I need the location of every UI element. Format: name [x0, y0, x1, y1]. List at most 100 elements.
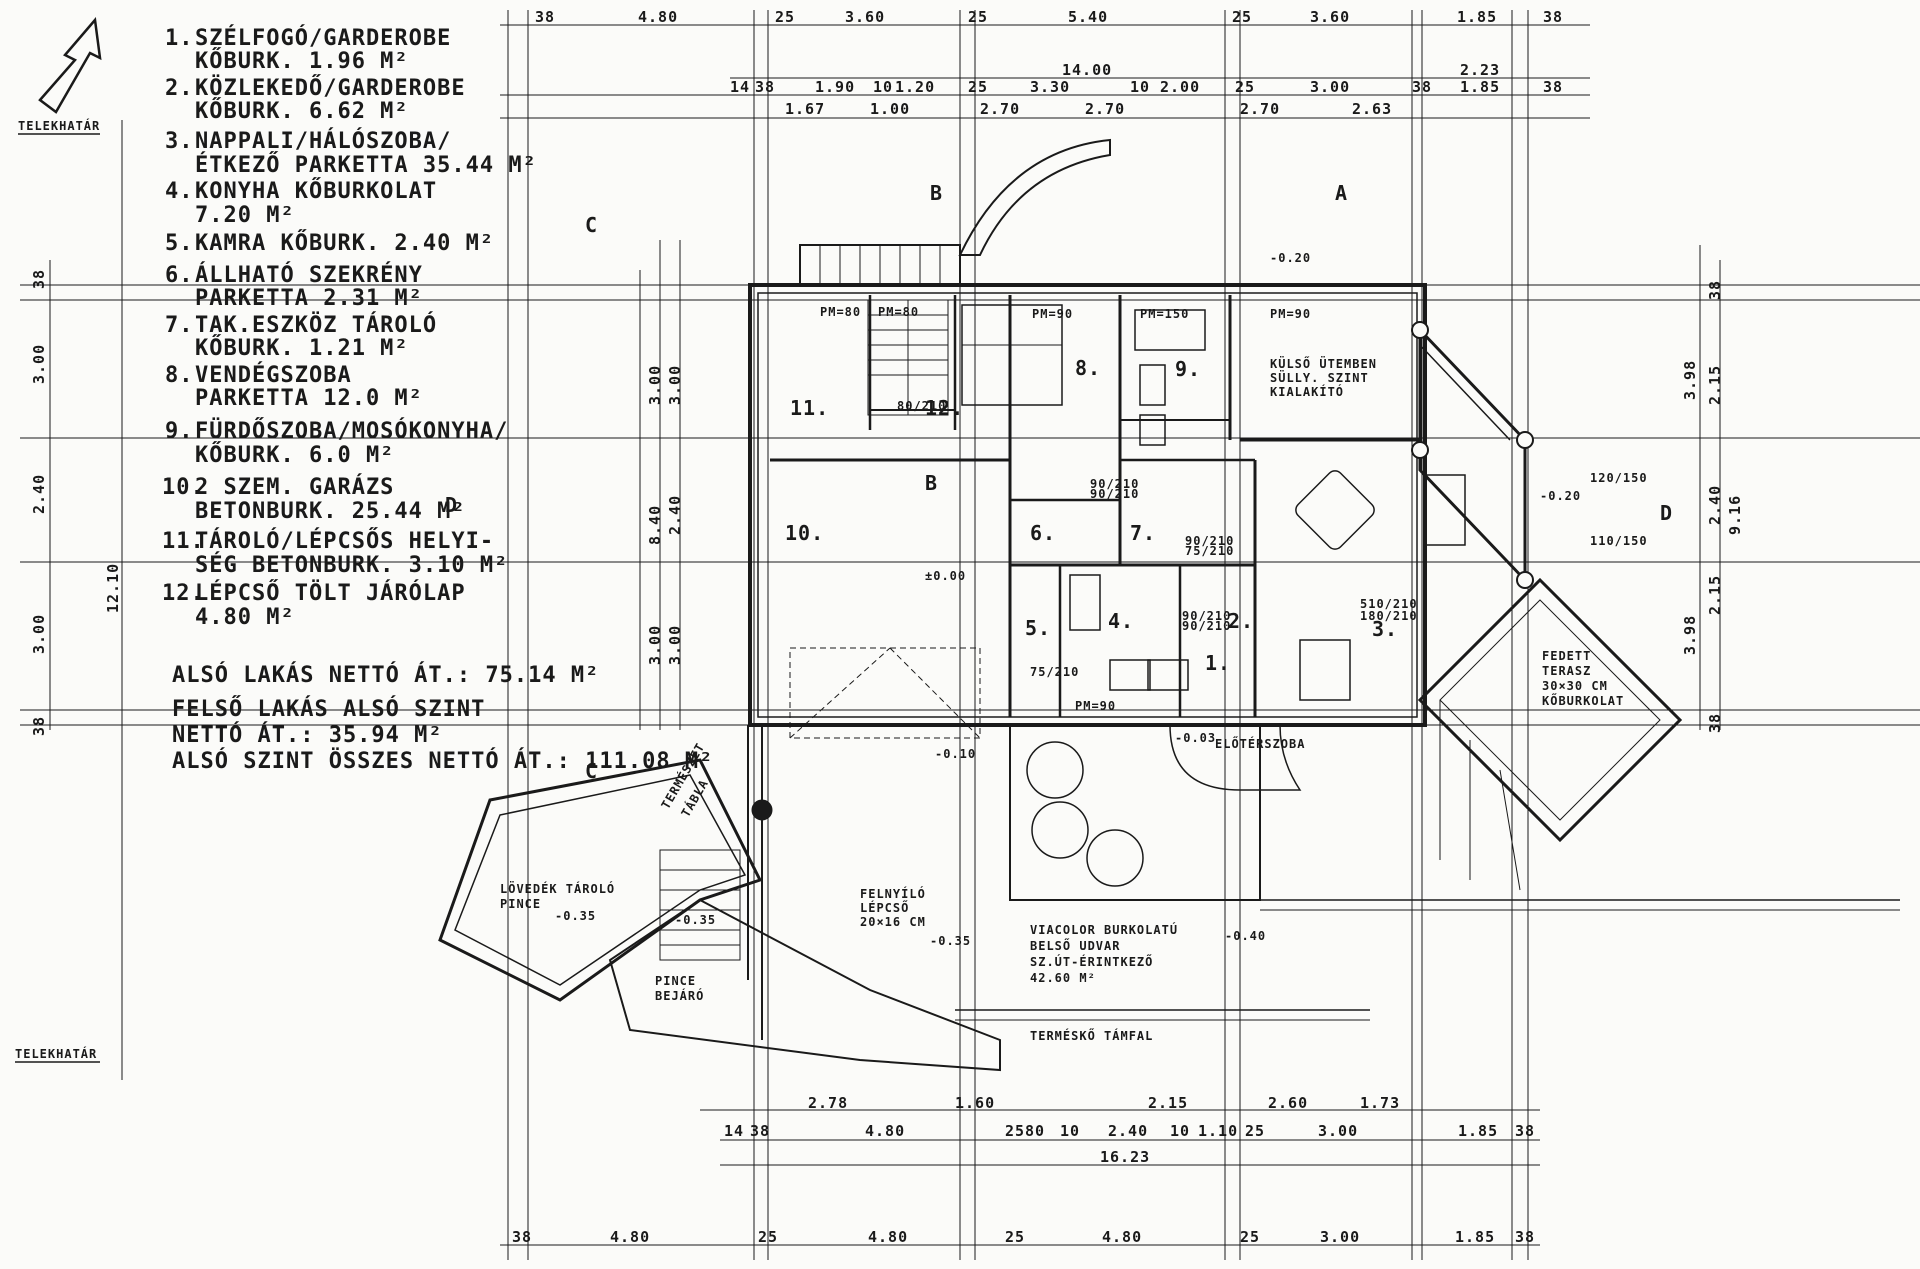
- dim-label: 1.10: [1198, 1122, 1238, 1140]
- dim-label: 38: [1543, 8, 1563, 26]
- dim-label: 2.40: [1706, 485, 1724, 525]
- dim-label: 3.00: [1320, 1228, 1360, 1246]
- level-mark: -0.35: [555, 909, 596, 923]
- property-line-label: TELEKHATÁR: [15, 1046, 97, 1061]
- legend-line1: KÖZLEKEDŐ/GARDEROBE: [195, 75, 466, 101]
- bottom-dimensions: 2.78 1.60 2.15 2.60 1.73 14 38 4.80 25 8…: [512, 1094, 1535, 1246]
- legend-line1: FÜRDŐSZOBA/MOSÓKONYHA/: [195, 418, 508, 444]
- legend-num: 11.: [162, 529, 205, 554]
- dim-total: 14.00: [1062, 61, 1112, 79]
- door-label: 90/210: [1182, 619, 1231, 633]
- level-mark: -0.35: [675, 913, 716, 927]
- room-number: 3.: [1372, 617, 1398, 641]
- room-number: 2.: [1228, 609, 1254, 633]
- door-label: 110/150: [1590, 534, 1648, 548]
- pm-label: PM=90: [1075, 699, 1116, 713]
- terrace-note: 30×30 CM: [1542, 679, 1608, 693]
- pm-label: PM=150: [1140, 307, 1189, 321]
- dim-label: 1.00: [870, 100, 910, 118]
- section-label: B: [925, 471, 938, 495]
- legend-line1: VENDÉGSZOBA: [195, 362, 352, 388]
- legend-num: 9.: [165, 419, 194, 444]
- dim-label: 10: [873, 78, 893, 96]
- dim-label: 5.40: [1068, 8, 1108, 26]
- legend-line2: KŐBURK. 6.0 M²: [195, 442, 394, 468]
- dim-label: 25: [775, 8, 795, 26]
- legend-num: 5.: [165, 231, 194, 256]
- legend-line2: KŐBURK. 1.96 M²: [195, 48, 409, 74]
- legend-line2: BETONBURK. 25.44 M²: [195, 499, 466, 524]
- dim-label: 3.98: [1681, 615, 1699, 655]
- legend-num: 6.: [165, 263, 194, 288]
- dim-label: 25: [968, 8, 988, 26]
- yard-note: 42.60 M²: [1030, 971, 1096, 985]
- dim-label: 1.73: [1360, 1094, 1400, 1112]
- legend-num: 2.: [165, 76, 194, 101]
- dim-label: 38: [1515, 1122, 1535, 1140]
- stair-symbol: [867, 299, 949, 416]
- room-number: 4.: [1108, 609, 1134, 633]
- yard-note: BELSŐ UDVAR: [1030, 938, 1120, 953]
- dim-label: 3.00: [30, 614, 48, 654]
- dim-label: 2.70: [980, 100, 1020, 118]
- room-number: 9.: [1175, 357, 1201, 381]
- dim-label: 3.60: [1310, 8, 1350, 26]
- terrace-note: TERASZ: [1542, 664, 1591, 678]
- dim-label: 14: [730, 78, 750, 96]
- dim-label: 4.80: [610, 1228, 650, 1246]
- tree-icon: [1026, 741, 1144, 887]
- dim-label: 38: [535, 8, 555, 26]
- door-label: 90/210: [1185, 534, 1234, 548]
- dim-label: 2.23: [1460, 61, 1500, 79]
- top-dimensions: 38 4.80 25 3.60 25 5.40 25 3.60 1.85 38 …: [535, 8, 1563, 118]
- dim-label: 3.98: [1681, 360, 1699, 400]
- dim-label: 38: [1515, 1228, 1535, 1246]
- dim-label: 1.90: [815, 78, 855, 96]
- room-number: 11.: [790, 396, 829, 420]
- section-label: B: [930, 181, 943, 205]
- room-number: 8.: [1075, 356, 1101, 380]
- dim-label: 3.00: [646, 365, 664, 405]
- door-label: 90/210: [1090, 487, 1139, 501]
- dim-label: 25: [1005, 1228, 1025, 1246]
- pm-label: PM=90: [1032, 307, 1073, 321]
- entry-note: ELŐTÉRSZOBA: [1215, 736, 1305, 751]
- dim-label: 4.80: [638, 8, 678, 26]
- dim-label: 25: [1005, 1122, 1025, 1140]
- legend-line1: SZÉLFOGÓ/GARDEROBE: [195, 25, 451, 51]
- dim-label: 2.78: [808, 1094, 848, 1112]
- legend-total: FELSŐ LAKÁS ALSÓ SZINT: [172, 696, 485, 722]
- room-number: 12.: [925, 396, 964, 420]
- room-number: 6.: [1030, 521, 1056, 545]
- legend-num: 1.: [165, 26, 194, 51]
- section-label: D: [1660, 501, 1673, 525]
- room-number: 1.: [1205, 651, 1231, 675]
- dim-label: 25: [1240, 1228, 1260, 1246]
- dim-label: 3.00: [1318, 1122, 1358, 1140]
- dim-label: 38: [1706, 713, 1724, 733]
- storage-note: PINCE: [500, 897, 541, 911]
- dim-label: 2.70: [1085, 100, 1125, 118]
- terrace-note: FEDETT: [1542, 649, 1591, 663]
- legend-line2: KŐBURK. 6.62 M²: [195, 98, 409, 124]
- dim-label: 2.63: [1352, 100, 1392, 118]
- level-mark: -0.40: [1225, 929, 1266, 943]
- level-mark: -0.20: [1270, 251, 1311, 265]
- terrace-note: KŐBURKOLAT: [1542, 693, 1624, 708]
- door-label: 510/210: [1360, 597, 1418, 611]
- legend-line1: KAMRA KŐBURK. 2.40 M²: [195, 230, 494, 256]
- section-markers: A B B C C D D: [445, 181, 1673, 783]
- dim-label: 3.30: [1030, 78, 1070, 96]
- section-label: D: [445, 493, 458, 517]
- dim-label: 4.80: [1102, 1228, 1142, 1246]
- legend-line2: SÉG BETONBURK. 3.10 M²: [195, 552, 508, 578]
- level-mark: -0.10: [935, 747, 976, 761]
- bath-note: KIALAKÍTÓ: [1270, 384, 1344, 399]
- stair-note: 20×16 CM: [860, 915, 926, 929]
- dim-label: 1.85: [1460, 78, 1500, 96]
- yard-note: VIACOLOR BURKOLATÚ: [1030, 922, 1178, 937]
- section-label: A: [1335, 181, 1348, 205]
- dim-label: 25: [1235, 78, 1255, 96]
- dim-label: 3.00: [666, 625, 684, 665]
- section-label: C: [585, 213, 598, 237]
